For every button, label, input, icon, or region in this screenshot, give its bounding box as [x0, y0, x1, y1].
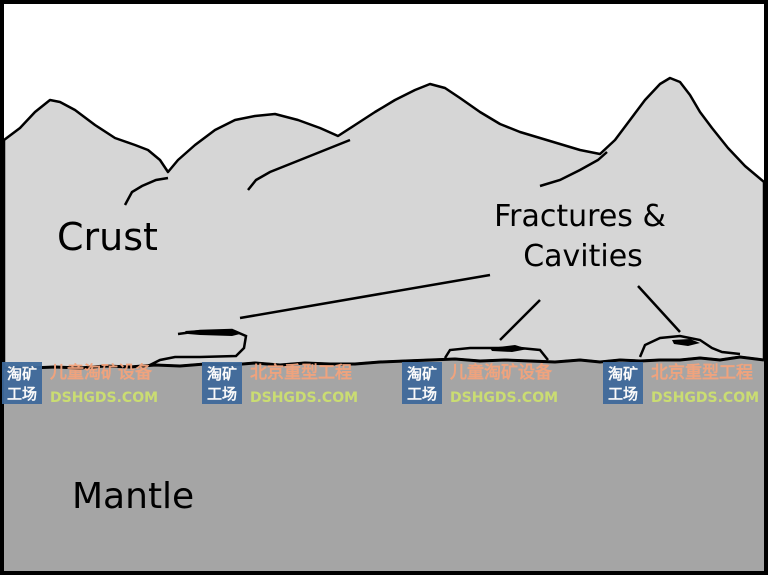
watermark-text-3: 儿童淘矿设备: [449, 362, 553, 383]
fractures-label-line2: Cavities: [523, 239, 643, 274]
watermark-badge-bottom: 工场: [207, 385, 237, 403]
leader-line-left: [239, 273, 491, 320]
watermark-badge-top: 淘矿: [206, 365, 237, 383]
watermark-url-1: DSHGDS.COM: [50, 390, 158, 406]
watermark-badge-2: 淘矿 工场: [202, 362, 242, 404]
watermark-badge-3: 淘矿 工场: [402, 362, 442, 404]
ridge-line-middle: [247, 138, 351, 191]
watermark-strip: 淘矿 工场 儿童淘矿设备 DSHGDS.COM 淘矿 工场 北京重型工程 DSH…: [2, 362, 759, 406]
crust-mantle-boundary: [4, 355, 765, 370]
watermark-badge-top: 淘矿: [607, 365, 638, 383]
ridge-line-right: [539, 151, 608, 188]
mantle-label: Mantle: [72, 476, 194, 517]
cavity-right-dark: [672, 339, 700, 346]
watermark-url-2: DSHGDS.COM: [250, 390, 358, 406]
watermark-url-3: DSHGDS.COM: [450, 390, 558, 406]
watermark-badge-top: 淘矿: [406, 365, 437, 383]
watermark-url-4: DSHGDS.COM: [651, 390, 759, 406]
cavity-middle-dark: [490, 345, 528, 352]
cavity-left-dark: [185, 330, 240, 336]
ridge-line-left: [123, 176, 169, 206]
watermark-text-4: 北京重型工程: [651, 362, 753, 383]
watermark-text-2: 北京重型工程: [250, 362, 352, 383]
watermark-badge-bottom: 工场: [7, 385, 37, 403]
watermark-badge-4: 淘矿 工场: [603, 362, 643, 404]
watermark-badge-1: 淘矿 工场: [2, 362, 42, 404]
frame-right-edge: [764, 0, 768, 575]
fractures-label-line1: Fractures &: [494, 199, 666, 234]
cavity-right: [638, 334, 741, 358]
mantle-layer: [4, 357, 764, 571]
watermark-badge-bottom: 工场: [407, 385, 437, 403]
crust-label: Crust: [57, 215, 158, 259]
watermark-badge-bottom: 工场: [608, 385, 638, 403]
leader-line-right: [637, 285, 681, 333]
leader-line-middle: [499, 299, 541, 341]
watermark-text-1: 儿童淘矿设备: [49, 362, 153, 383]
watermark-badge-top: 淘矿: [6, 365, 37, 383]
